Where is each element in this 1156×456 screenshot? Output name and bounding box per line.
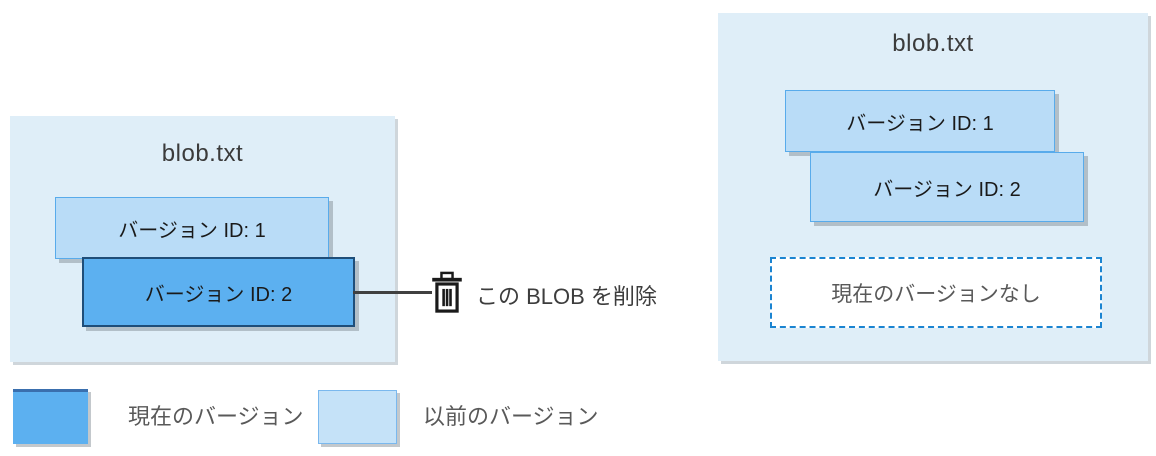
delete-action-label: この BLOB を削除 — [476, 284, 657, 309]
version-label: バージョン ID: 2 — [873, 178, 1021, 201]
version-label: バージョン ID: 2 — [144, 283, 293, 306]
blob-title-before: blob.txt — [161, 140, 244, 167]
version-box-1-before: バージョン ID: 1 — [55, 197, 329, 259]
blob-title-after: blob.txt — [892, 30, 974, 57]
connector-line-left — [353, 291, 432, 294]
legend-label-previous-version: 以前のバージョン — [423, 404, 599, 429]
no-current-version-label: 現在のバージョンなし — [831, 282, 1041, 306]
blob-container-after: blob.txt バージョン ID: 1 バージョン ID: 2 現在のバージョ… — [718, 13, 1148, 361]
blob-container-before: blob.txt バージョン ID: 1 バージョン ID: 2 — [10, 116, 395, 362]
version-box-2-after: バージョン ID: 2 — [810, 152, 1084, 222]
legend-label-current-version: 現在のバージョン — [128, 404, 304, 429]
trash-icon — [431, 271, 463, 313]
legend-swatch-previous-version — [318, 390, 397, 444]
version-box-1-after: バージョン ID: 1 — [785, 90, 1055, 152]
legend-swatch-current-version — [13, 389, 88, 444]
version-label: バージョン ID: 1 — [846, 112, 994, 135]
no-current-version-box: 現在のバージョンなし — [770, 257, 1102, 328]
version-label: バージョン ID: 1 — [118, 219, 266, 242]
version-box-2-before-current: バージョン ID: 2 — [82, 257, 355, 327]
